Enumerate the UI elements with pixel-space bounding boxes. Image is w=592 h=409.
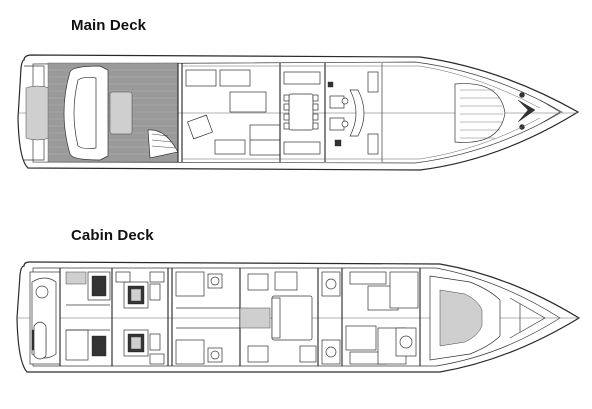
master-cabin	[247, 271, 317, 363]
crew-cabin-aft	[65, 271, 111, 361]
saloon-sofa-port	[185, 69, 217, 87]
guest-bed-starboard	[345, 325, 377, 351]
anchor-windlass	[517, 99, 536, 123]
foredeck-sunpad	[454, 83, 506, 143]
forward-bed	[439, 289, 483, 347]
helm-console	[349, 89, 365, 137]
aft-table	[109, 91, 133, 135]
engine-room	[115, 271, 165, 365]
armchair	[187, 114, 213, 140]
cabin-deck-title: Cabin Deck	[71, 227, 154, 244]
dining-table	[288, 93, 314, 131]
guest-cabin-port	[349, 271, 419, 311]
main-deck-title: Main Deck	[71, 17, 147, 34]
